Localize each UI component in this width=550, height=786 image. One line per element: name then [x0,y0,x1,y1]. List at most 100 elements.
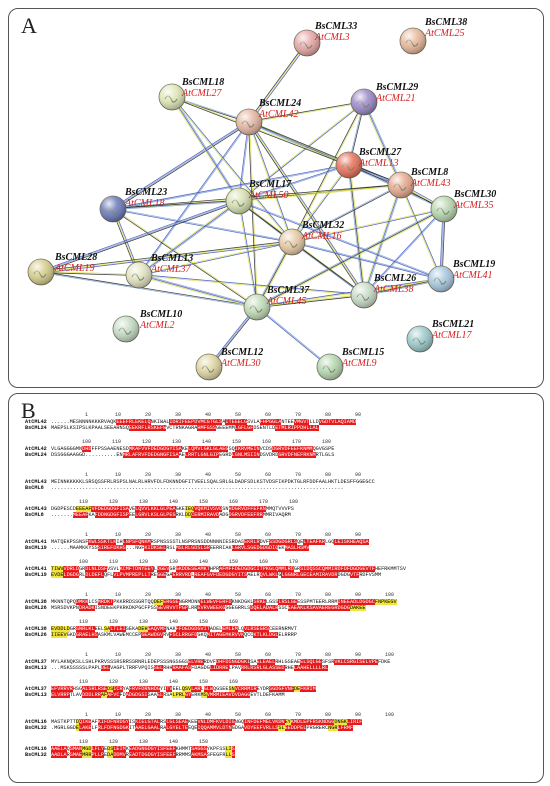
edge-strand [40,272,257,308]
edge-strand [239,200,442,279]
residues: ......MAAMKKYSS [51,545,98,552]
edge-strand [248,101,364,122]
residues: SAA [147,692,157,699]
residues: RL [79,572,86,579]
residues: SN [222,506,229,512]
conserved-residues: VQKMIVSVD [194,506,223,512]
sequence-name: AtCML41 [25,566,47,572]
conserved-residues: LGFLGF [234,425,254,432]
sequence-name: BsCML26 [25,632,47,639]
residues: L [153,566,157,572]
residues: PKKRRDSSGRTQQ [113,599,154,605]
edge-strand [292,185,402,243]
edge-n29-n24 [248,101,365,123]
edge-strand [257,295,365,308]
conserved-residues: SMAN [69,746,83,752]
node-label-at: AtCML37 [150,264,191,275]
edge-strand [139,242,293,276]
node-label-at: AtCML2 [139,320,174,331]
sequence-name: BsCML8 [25,512,44,519]
similar-residues: D [75,719,80,725]
edge-n17-n19 [238,200,442,280]
residues: GGEGRRLS [225,605,251,612]
residues: FDKE [377,659,391,665]
edge-strand [41,271,140,275]
sequence-residues: MKNNTQPQDMKKLCSMRDKTPKKRRDSSGRTQQDEFERGS… [51,599,397,605]
node-gloss [388,172,414,198]
edge-strand [112,121,250,210]
conserved-residues: LEISKHEAQSA [334,539,369,545]
residues: L [200,686,204,692]
conserved-residues: DHFDSNGDGKI [216,659,251,665]
conserved-residues: SRKE [253,599,266,605]
conserved-residues: EADGNGDGYISFEEF [128,746,176,752]
conserved-residues: LIRIF [346,719,363,725]
residues: HEFRKMMTSV [374,566,406,572]
conserved-residues: QVLWKL [259,572,279,579]
residues: E [103,746,108,752]
alignment-row: AtCML41 TIWVVDRLDGRDLNLDSFVSVLKCMFTDNYEEY… [25,566,406,572]
similar-residues: SA [103,626,111,632]
edge-strand [257,306,331,367]
conserved-residues: GRVDFNEFRKNM [278,452,316,459]
conserved-residues: REAFGVFDEDGDGYITS [194,572,248,579]
similar-residues: DEF [153,599,164,605]
sequence-name: AtCML16 [25,746,47,752]
residues: FD [119,692,126,699]
edge-strand [139,122,250,276]
edge-strand [239,185,402,202]
edge-strand [291,164,349,242]
node-label-bs: BsCML8 [410,167,448,178]
sequence-name: BsCML32 [25,752,47,759]
residues: QFL [103,572,114,579]
residues: YKPFSS [206,746,226,752]
edge-strand [292,241,365,295]
sequence-residues: MEINNKKKKKLSRSQSSFRLRSPSLNALRLHRVFDLFDKN… [51,479,375,485]
conserved-residues: ELWEVFERFD [200,599,232,605]
residues: PRGRERC [306,725,329,732]
similar-residues: EVDE [51,572,64,579]
conserved-residues: MSLRLGDSLSR [175,545,210,552]
residues: DVF [259,539,269,545]
residues: NGQ [234,719,245,725]
edge-strand [248,122,292,243]
conserved-residues: LGYELTE [166,725,189,732]
edge-n29-n17 [238,101,365,202]
sequence-name: BsCML32 [25,725,47,732]
residues: GDGA [231,725,245,732]
edge-strand [112,184,401,209]
conserved-residues: SAGGS [191,746,207,752]
edge-strand [138,275,364,296]
residues: RKL [175,512,185,519]
node-label-bs: BsCML23 [124,187,167,198]
edge-strand [248,121,365,296]
sequence-residues: TIWVVDRLDGRDLNLDSFVSVLKCMFTDNYEEYLDGEVGR… [51,566,406,572]
residues: GR [169,566,176,572]
node-gloss [431,196,457,222]
edge-strand [138,199,239,275]
residues: EVTLDEFKAMM [250,692,285,699]
residues: YI [160,686,167,692]
